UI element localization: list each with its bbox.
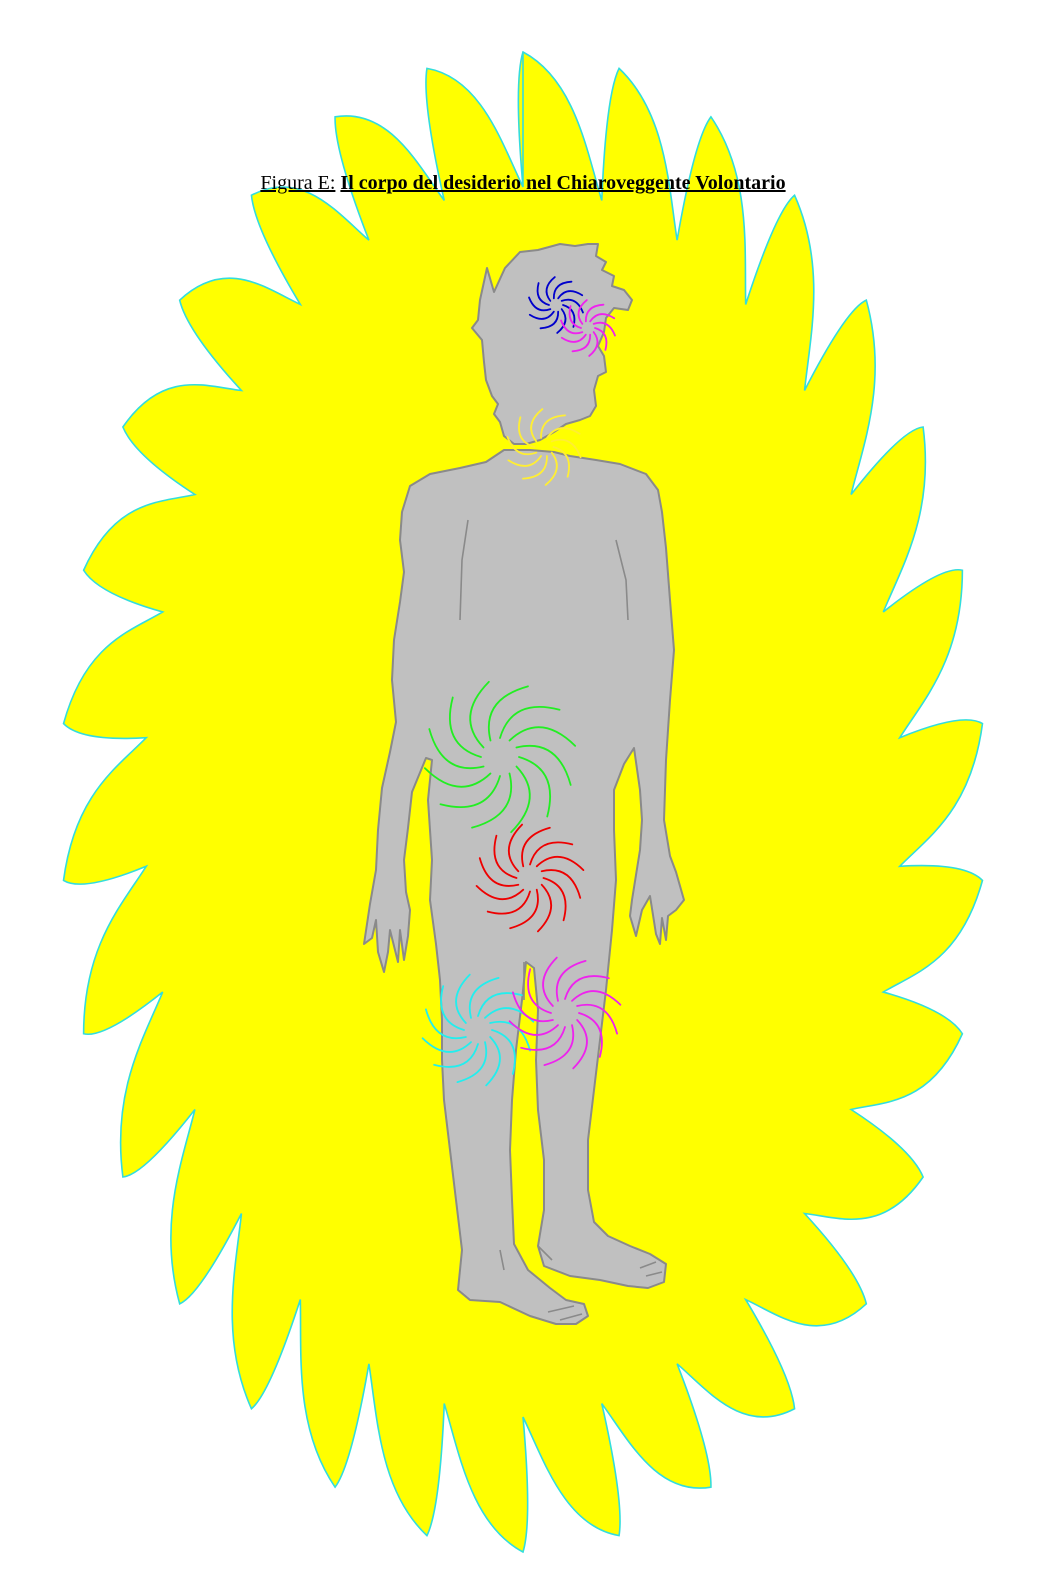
- figure-label: Figura E:: [260, 172, 335, 194]
- figure-title: Il corpo del desiderio nel Chiaroveggent…: [340, 172, 785, 194]
- figure-caption: Figura E: Il corpo del desiderio nel Chi…: [0, 172, 1046, 195]
